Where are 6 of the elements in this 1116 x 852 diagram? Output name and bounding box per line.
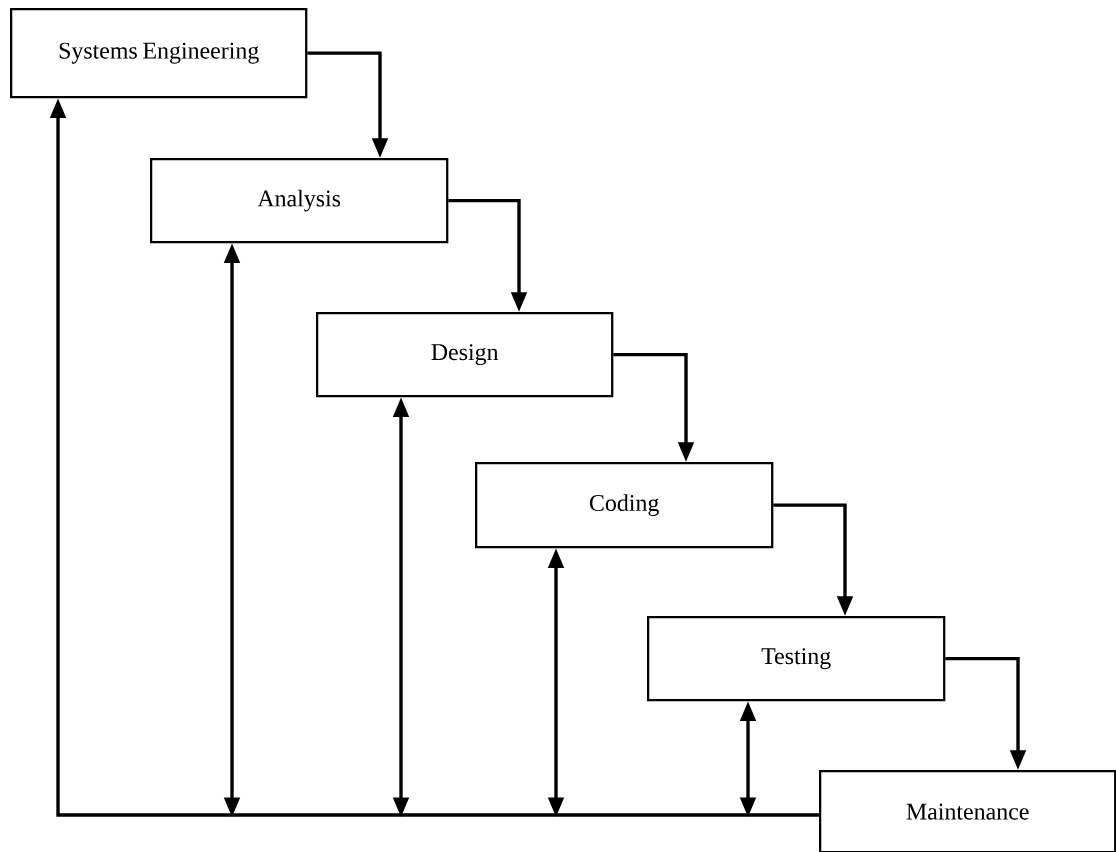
process-box: Coding [475, 462, 774, 549]
process-box: Analysis [150, 158, 449, 244]
process-box: Systems Engineering [10, 8, 308, 99]
process-box: Maintenance [819, 770, 1116, 852]
process-box: Testing [647, 616, 946, 702]
process-box: Design [316, 312, 614, 398]
